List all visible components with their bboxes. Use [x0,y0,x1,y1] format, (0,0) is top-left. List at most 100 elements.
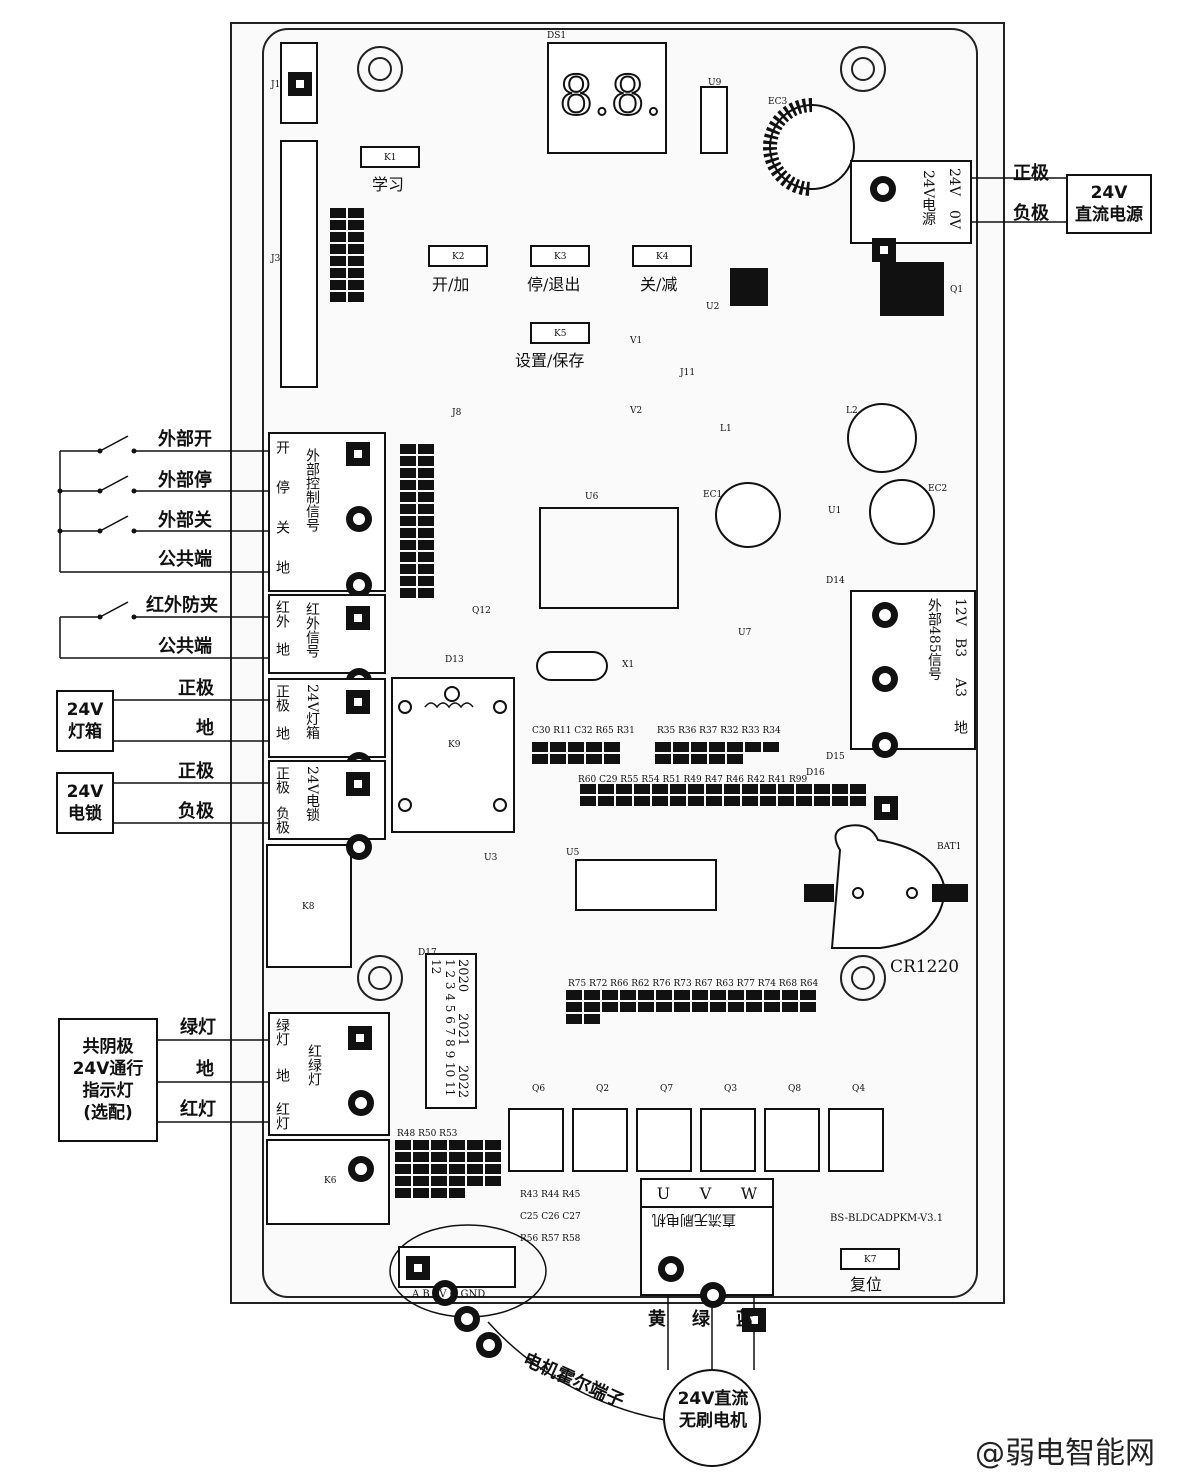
ext-pin: 停 [274,480,290,494]
ind-pin: 地 [274,1068,290,1082]
k7-reset-button[interactable]: K7 [840,1248,900,1270]
ref-ec1: EC1 [703,490,723,500]
lock-neg-label: 负极 [178,801,214,822]
terminal-screw [346,442,370,466]
k4-label: 关/减 [640,275,678,294]
ref-k9: K9 [448,740,461,750]
ir-label: 红外防夹 [146,595,218,616]
k5-button[interactable]: K5 [530,322,590,344]
dc-power-source-box: 24V 直流电源 [1066,174,1152,234]
ref-u7: U7 [738,628,752,638]
ext-common-label: 公共端 [158,549,212,570]
ir-pin: 地 [274,642,290,656]
box-line: 共阴极 [82,1037,134,1057]
ir-pin: 红外 [274,600,290,628]
j3-connector [280,140,318,388]
ref-x1: X1 [622,660,635,670]
phase-w: W [740,1183,758,1203]
year-2021: 2021 [455,1013,470,1047]
lb-gnd-label: 地 [196,718,214,739]
u9-chip [700,86,728,154]
k1-button[interactable]: K1 [360,146,420,168]
power-pos-label: 正极 [1013,163,1049,184]
ref-d13: D13 [445,655,464,665]
u2-regulator [730,268,768,306]
battery-type: CR1220 [890,957,960,977]
terminal-screw [872,732,898,758]
terminal-screw [742,1308,766,1332]
ref-q12: Q12 [472,606,491,616]
mounting-hole [357,955,403,1001]
terminal-screw [872,602,898,628]
ref-bat1: BAT1 [937,842,962,852]
ref-d15: D15 [826,752,845,762]
ir-silk: 红外信号 [304,602,320,658]
ext-stop-label: 外部停 [158,470,212,491]
resistor-row: R60 C29 R55 R54 R51 R49 R47 R46 R42 R41 … [578,775,808,785]
box-line: 24V通行 [72,1059,144,1079]
k4-button[interactable]: K4 [632,245,692,267]
motor-phase-labels: U V W [640,1178,774,1208]
ext-open-label: 外部开 [158,429,212,450]
pad-cluster [566,990,820,1024]
resistor-row: C25 C26 C27 [520,1212,581,1222]
mosfet-ref: Q7 [660,1084,674,1094]
rs485-terminal: 外部485信号 12V B3 A3 地 [850,590,976,820]
seven-segment-display: 8.8. [547,42,667,154]
box-line: 灯箱 [68,722,102,742]
terminal-screw [700,1282,726,1308]
ref-ec2: EC2 [928,484,948,494]
ref-k8: K8 [302,902,315,912]
box-line: 指示灯 [82,1081,134,1101]
resistor-row: R35 R36 R37 R32 R33 R34 [657,726,781,736]
rs485-pin: 12V [952,598,968,626]
terminal-screw [348,1090,374,1116]
ref-u6: U6 [585,492,599,502]
board-model: BS-BLDCADPKM-V3.1 [830,1213,944,1224]
k1-label: 学习 [372,175,405,194]
pin-square [288,72,312,96]
terminal-screw [872,238,896,262]
ir-common-label: 公共端 [158,636,212,657]
terminal-screw [870,176,896,202]
mosfet-ref: Q6 [532,1084,546,1094]
lock-silk: 24V电锁 [304,766,320,822]
power-terminal: 24V电源 24V 0V [850,160,972,262]
mounting-hole [840,955,886,1001]
year-dip-table: 1 2 3 4 5 6 7 8 9 10 11 12 2020 2021 202… [425,953,477,1109]
display-digits: 8.8. [558,64,663,127]
rs485-pin: 地 [952,720,968,734]
pcb-silkscreen-border [262,28,978,1298]
ext-pin: 关 [274,520,290,534]
k2-button[interactable]: K2 [428,245,488,267]
dip-numbers: 1 2 3 4 5 6 7 8 9 10 11 12 [429,959,457,1097]
ind-pin: 红灯 [274,1102,290,1130]
ref-v1: V1 [630,336,643,346]
resistor-row: C30 R11 C32 R65 R31 [532,726,635,736]
infrared-terminal: 红外 地 红外信号 [268,594,386,694]
motor-terminal: 直流无刷电机 [640,1206,774,1332]
connector-pin [454,1306,480,1332]
pad-cluster [655,742,779,764]
lock-terminal: 正极 负极 24V电锁 [268,760,386,860]
ext-pin: 地 [274,560,290,574]
k3-label: 停/退出 [527,275,581,294]
rs485-pin: A3 [952,678,968,698]
k7-ref: K7 [864,1255,877,1265]
k3-button[interactable]: K3 [530,245,590,267]
indicator-box: 共阴极 24V通行 指示灯 (选配) [58,1018,158,1142]
motor-label: 24V直流 无刷电机 [668,1388,758,1432]
k2-label: 开/加 [432,275,470,294]
lightbox-terminal: 正极 地 24V灯箱 [268,678,386,778]
mounting-hole [357,46,403,92]
ref-u2: U2 [706,302,720,312]
hall-connector [398,1246,516,1358]
terminal-screw [346,572,372,598]
mosfet-row: Q6 Q2 Q7 Q3 Q8 Q4 [506,1078,884,1178]
terminal-screw [346,690,370,714]
q1-transistor [880,262,944,316]
wire-yellow-label: 黄 [648,1309,666,1330]
terminal-screw [348,1156,374,1182]
power-neg-label: 负极 [1013,203,1049,224]
ref-u5: U5 [566,848,580,858]
